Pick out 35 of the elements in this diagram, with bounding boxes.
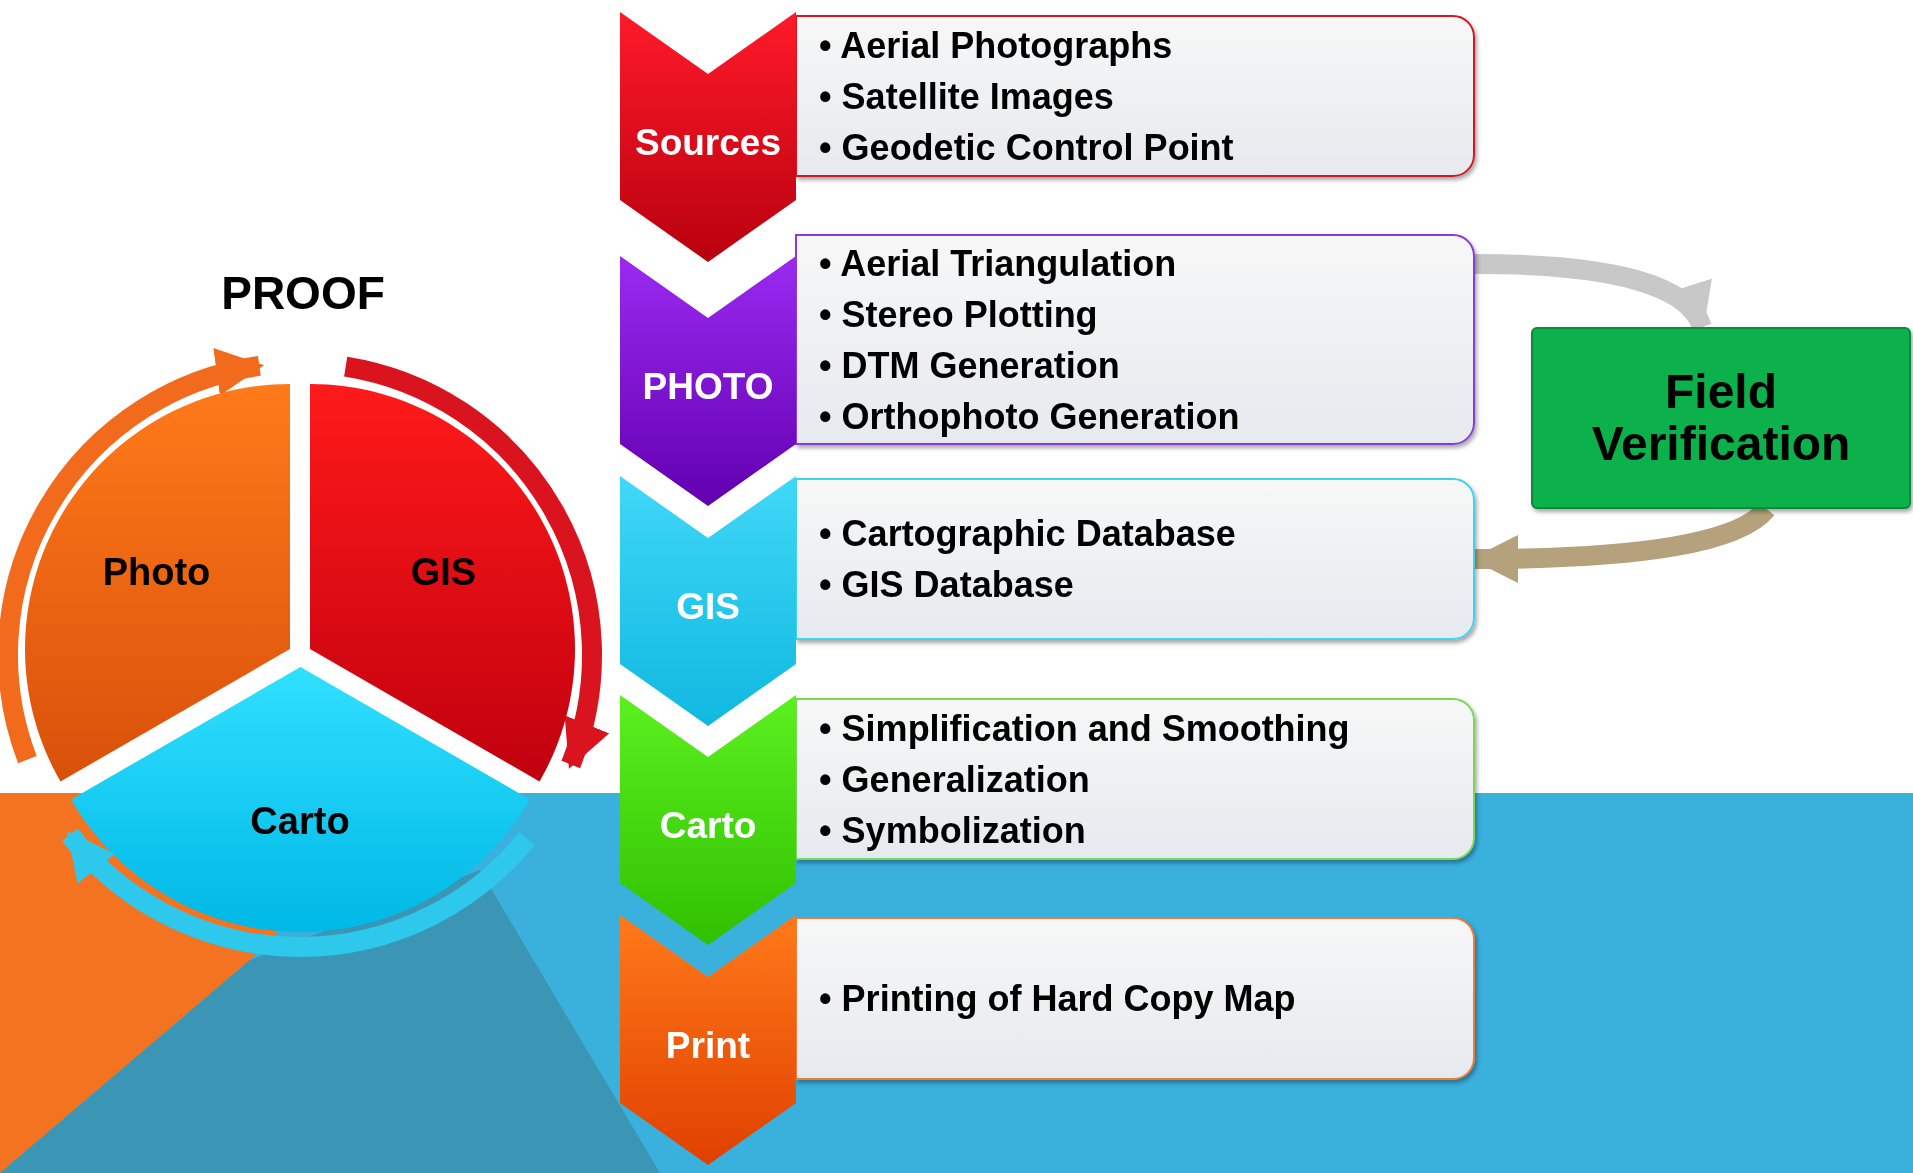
segment-label: GIS xyxy=(410,553,477,592)
bullet-text: • Aerial Triangulation xyxy=(819,241,1177,286)
bullet-text: • Satellite Images xyxy=(819,74,1114,119)
box-label: Field Verification xyxy=(1590,366,1852,470)
bullet-text: • GIS Database xyxy=(819,563,1074,607)
bullet-text: • Cartographic Database xyxy=(819,512,1236,556)
chevron-shape xyxy=(620,12,796,262)
chevron-label: GIS xyxy=(675,588,741,625)
chevron-shape xyxy=(620,695,796,945)
curved-arrow xyxy=(62,828,535,957)
curved-arrow xyxy=(0,351,265,763)
diagram-title: PROOF xyxy=(220,270,386,316)
process-box xyxy=(1531,327,1911,509)
chevron-label: PHOTO xyxy=(641,368,775,405)
chevron-shape xyxy=(620,476,796,726)
chevron-label: Print xyxy=(664,1027,752,1064)
cycle-segment xyxy=(310,384,576,782)
chevron-label: Carto xyxy=(658,807,758,844)
bullet-text: • Symbolization xyxy=(819,808,1086,853)
segment-label: Carto xyxy=(250,801,350,840)
curved-arrow xyxy=(343,356,608,769)
chevron-shape xyxy=(620,256,796,506)
bullet-text: • Aerial Photographs xyxy=(819,23,1173,68)
bullet-text: • Printing of Hard Copy Map xyxy=(819,977,1296,1021)
bullet-text: • Orthophoto Generation xyxy=(819,394,1240,439)
chevron-shape xyxy=(620,915,796,1165)
bullet-text: • DTM Generation xyxy=(819,343,1120,388)
bullet-text: • Stereo Plotting xyxy=(819,292,1098,337)
segment-label: Photo xyxy=(102,553,211,592)
bullet-text: • Generalization xyxy=(819,757,1090,802)
cycle-segment xyxy=(70,667,530,932)
bullet-text: • Simplification and Smoothing xyxy=(819,706,1350,751)
bullet-text: • Geodetic Control Point xyxy=(819,125,1234,170)
chevron-label: Sources xyxy=(634,124,782,161)
cycle-segment xyxy=(24,384,290,782)
